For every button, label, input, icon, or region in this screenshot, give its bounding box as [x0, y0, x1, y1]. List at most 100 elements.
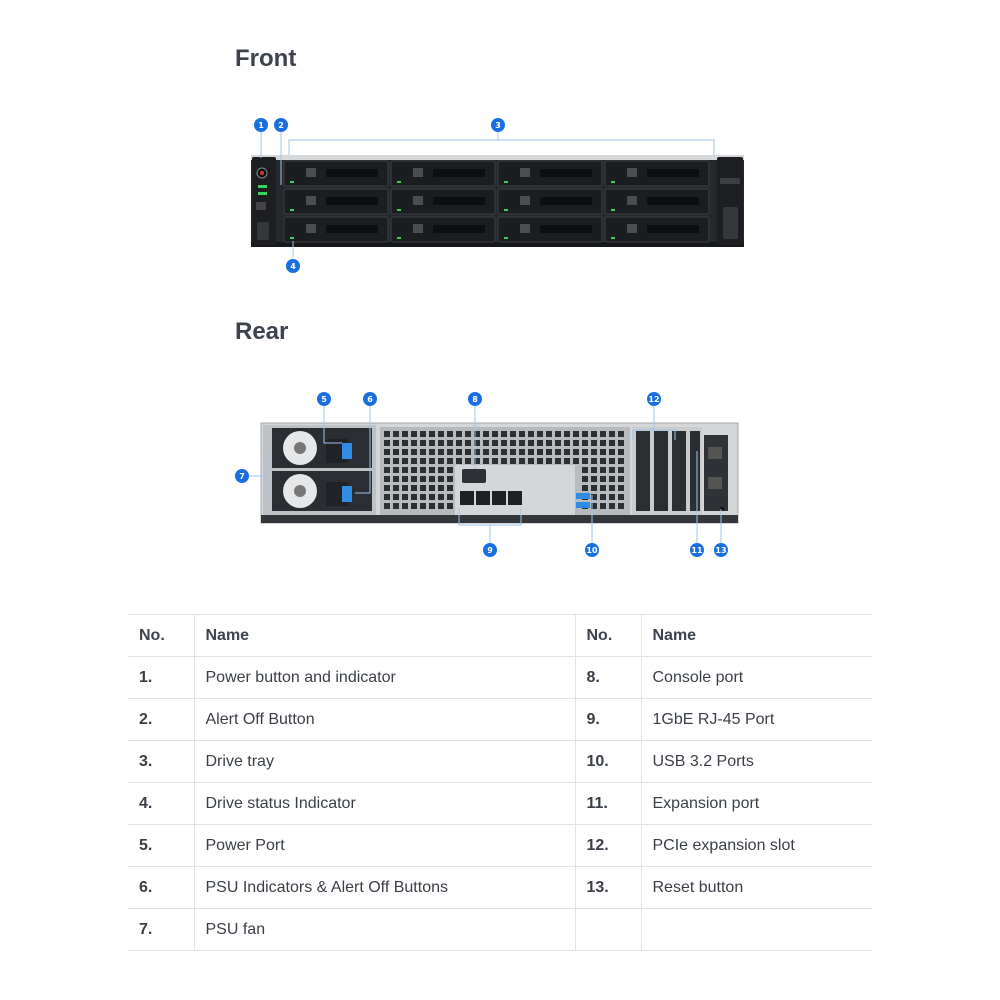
callout-8: 8: [468, 392, 482, 406]
left-ear-panel: [252, 157, 276, 245]
svg-text:5: 5: [321, 395, 327, 404]
row-name: Power Port: [194, 824, 576, 867]
row-number: 2.: [128, 698, 195, 741]
row-name: 1GbE RJ-45 Port: [641, 698, 872, 741]
pcie-slots: [632, 427, 728, 515]
drive-status-led: [611, 237, 615, 239]
front-callout-lines: [260, 131, 715, 258]
drive-status-led: [397, 181, 401, 183]
header-name-right: Name: [641, 614, 872, 657]
row-number: 5.: [128, 824, 195, 867]
drive-tray: [497, 160, 603, 187]
svg-text:3: 3: [495, 121, 501, 130]
drive-tray: [390, 160, 496, 187]
row-number: 9.: [575, 698, 642, 741]
callout-7: 7: [235, 469, 249, 483]
callout-11: 11: [690, 543, 704, 557]
row-name: Expansion port: [641, 782, 872, 825]
svg-text:13: 13: [715, 546, 726, 555]
drive-status-led: [504, 181, 508, 183]
drive-tray: [604, 188, 710, 215]
row-number: 13.: [575, 866, 642, 909]
svg-text:9: 9: [487, 546, 493, 555]
psu-bay: [263, 425, 376, 515]
row-number: 6.: [128, 866, 195, 909]
svg-text:6: 6: [367, 395, 373, 404]
row-number: 1.: [128, 656, 195, 699]
row-name: Alert Off Button: [194, 698, 576, 741]
row-number: 8.: [575, 656, 642, 699]
row-name: Power button and indicator: [194, 656, 576, 699]
right-ear-panel: [717, 157, 743, 245]
drive-tray: [390, 188, 496, 215]
row-number: 11.: [575, 782, 642, 825]
drive-status-led: [504, 209, 508, 211]
drive-status-led: [290, 209, 294, 211]
drive-status-led: [504, 237, 508, 239]
svg-text:10: 10: [586, 546, 598, 555]
drive-status-led: [290, 237, 294, 239]
callout-6: 6: [363, 392, 377, 406]
front-view-diagram: 1 2 3 4: [251, 118, 744, 273]
table-row: 7.PSU fan: [128, 908, 872, 951]
rear-view-diagram: 5 6 7 8 9 10 11 12 13: [235, 392, 739, 557]
drive-tray: [497, 188, 603, 215]
callout-5: 5: [317, 392, 331, 406]
row-name: PCIe expansion slot: [641, 824, 872, 867]
row-name: [641, 908, 872, 951]
table-header-row: No. Name No. Name: [128, 614, 872, 657]
callout-13: 13: [714, 543, 728, 557]
rear-callout-lines: [249, 406, 722, 543]
row-number: 12.: [575, 824, 642, 867]
row-name: Console port: [641, 656, 872, 699]
drive-tray: [604, 160, 710, 187]
drive-tray-grid: [283, 160, 710, 243]
drive-status-led: [611, 209, 615, 211]
drive-status-led: [397, 237, 401, 239]
console-port-shape: [462, 469, 486, 483]
callout-3: 3: [491, 118, 505, 132]
drive-tray: [283, 188, 389, 215]
row-name: Drive tray: [194, 740, 576, 783]
drive-tray: [604, 216, 710, 243]
row-number: [575, 908, 642, 951]
header-no-right: No.: [575, 614, 642, 657]
drive-tray: [497, 216, 603, 243]
svg-text:4: 4: [290, 262, 296, 271]
header-no-left: No.: [128, 614, 195, 657]
front-section-title: Front: [235, 45, 297, 72]
drive-status-led: [290, 181, 294, 183]
drive-tray: [390, 216, 496, 243]
callout-9: 9: [483, 543, 497, 557]
callout-4: 4: [286, 259, 300, 273]
svg-text:1: 1: [258, 121, 264, 130]
row-name: USB 3.2 Ports: [641, 740, 872, 783]
row-name: Reset button: [641, 866, 872, 909]
row-number: 7.: [128, 908, 195, 951]
callout-12: 12: [647, 392, 661, 406]
svg-text:7: 7: [239, 472, 245, 481]
row-number: 4.: [128, 782, 195, 825]
drive-status-led: [611, 181, 615, 183]
svg-text:8: 8: [472, 395, 478, 404]
io-panel: [455, 465, 590, 515]
svg-text:2: 2: [278, 121, 284, 130]
drive-tray: [283, 160, 389, 187]
row-name: PSU fan: [194, 908, 576, 951]
drive-tray: [283, 216, 389, 243]
callout-10: 10: [585, 543, 599, 557]
row-name: Drive status Indicator: [194, 782, 576, 825]
row-name: PSU Indicators & Alert Off Buttons: [194, 866, 576, 909]
row-number: 10.: [575, 740, 642, 783]
row-number: 3.: [128, 740, 195, 783]
header-name-left: Name: [194, 614, 576, 657]
rear-section-title: Rear: [235, 318, 289, 345]
drive-status-led: [397, 209, 401, 211]
callout-1: 1: [254, 118, 268, 132]
